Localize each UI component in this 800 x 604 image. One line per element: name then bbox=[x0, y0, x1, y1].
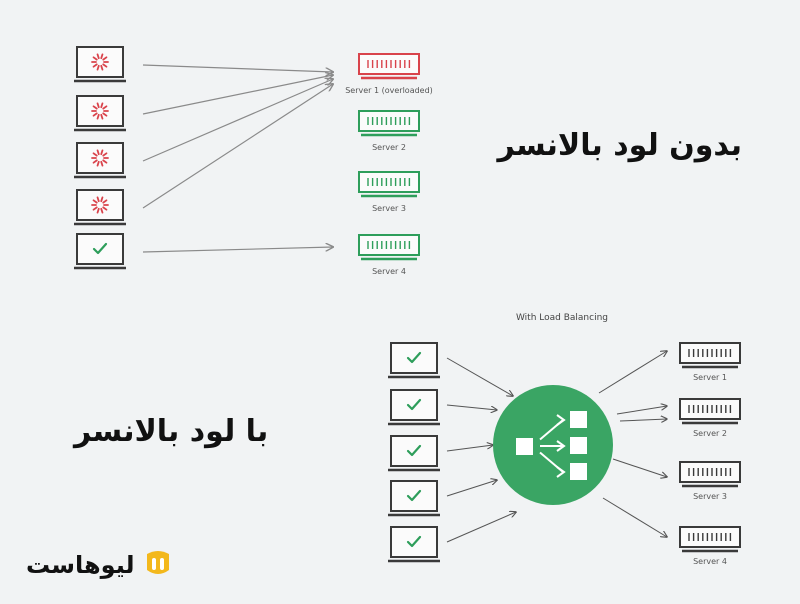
lb-inbound-arrow-5 bbox=[446, 512, 516, 543]
lb-server-2-label: Server 2 bbox=[693, 429, 727, 438]
lb-server-1-rack bbox=[679, 342, 741, 369]
request-arrow-2 bbox=[142, 75, 333, 115]
lb-inbound-arrow-2 bbox=[446, 404, 497, 410]
distribution-arrow-icon bbox=[539, 414, 566, 441]
lb-client-laptop-5 bbox=[388, 526, 440, 563]
server-3-label: Server 3 bbox=[372, 204, 406, 213]
loading-spinner-icon bbox=[91, 196, 109, 214]
distribution-arrow-icon bbox=[539, 451, 566, 478]
client-laptop-5 bbox=[74, 233, 126, 270]
server-2-rack bbox=[358, 110, 420, 137]
load-balancing-heading: With Load Balancing bbox=[516, 313, 608, 323]
lb-outbound-arrow-2 bbox=[616, 406, 667, 415]
check-icon bbox=[406, 489, 422, 502]
request-arrow-4 bbox=[142, 84, 333, 209]
lb-inbound-arrow-1 bbox=[446, 357, 513, 396]
lb-inbound-arrow-4 bbox=[446, 480, 497, 497]
lb-outbound-arrow-4 bbox=[612, 458, 667, 477]
lb-server-2-rack bbox=[679, 398, 741, 425]
server-4-rack bbox=[358, 234, 420, 261]
without-load-balancer-diagram: Server 1 (overloaded) Server 2 Server 3 Ser… bbox=[74, 46, 433, 276]
lb-outbound-arrow-5 bbox=[602, 497, 667, 537]
brand-name: لیوهاست bbox=[26, 551, 135, 579]
loading-spinner-icon bbox=[91, 149, 109, 167]
lb-server-3-label: Server 3 bbox=[693, 492, 727, 501]
load-balancer-hub bbox=[493, 385, 613, 505]
server-1-rack bbox=[358, 53, 420, 80]
server-3-rack bbox=[358, 171, 420, 198]
check-icon bbox=[92, 242, 108, 255]
lb-outbound-arrow-1 bbox=[598, 351, 667, 394]
brand-logo: لیوهاست bbox=[26, 546, 175, 584]
lb-client-laptop-2 bbox=[388, 389, 440, 426]
lb-inbound-arrow-3 bbox=[446, 445, 493, 452]
without-load-balancer-title: بدون لود بالانسر bbox=[497, 128, 742, 163]
server-4-label: Server 4 bbox=[372, 267, 406, 276]
client-laptop-2 bbox=[74, 95, 126, 132]
client-laptop-1 bbox=[74, 46, 126, 83]
lb-server-1-label: Server 1 bbox=[693, 373, 727, 382]
lb-server-4-label: Server 4 bbox=[693, 557, 727, 566]
brand-logo-icon bbox=[141, 546, 175, 584]
loading-spinner-icon bbox=[91, 102, 109, 120]
distribution-arrow-icon bbox=[540, 440, 566, 452]
check-icon bbox=[406, 535, 422, 548]
client-laptop-4 bbox=[74, 189, 126, 226]
lb-server-3-rack bbox=[679, 461, 741, 488]
loading-spinner-icon bbox=[91, 53, 109, 71]
lb-client-laptop-4 bbox=[388, 480, 440, 517]
with-load-balancer-diagram: With Load Balancing Server 1 Server 2 Serv… bbox=[388, 313, 741, 566]
check-icon bbox=[406, 398, 422, 411]
lb-outbound-arrow-3 bbox=[619, 419, 667, 421]
check-icon bbox=[406, 444, 422, 457]
request-arrow-5 bbox=[142, 247, 333, 253]
lb-server-4-rack bbox=[679, 526, 741, 553]
request-arrow-1 bbox=[142, 64, 333, 72]
with-load-balancer-title: با لود بالانسر bbox=[74, 414, 269, 449]
lb-client-laptop-1 bbox=[388, 342, 440, 379]
client-laptop-3 bbox=[74, 142, 126, 179]
lb-client-laptop-3 bbox=[388, 435, 440, 472]
check-icon bbox=[406, 351, 422, 364]
server-2-label: Server 2 bbox=[372, 143, 406, 152]
server-1-label: Server 1 (overloaded) bbox=[345, 86, 433, 95]
request-arrow-3 bbox=[142, 79, 333, 162]
